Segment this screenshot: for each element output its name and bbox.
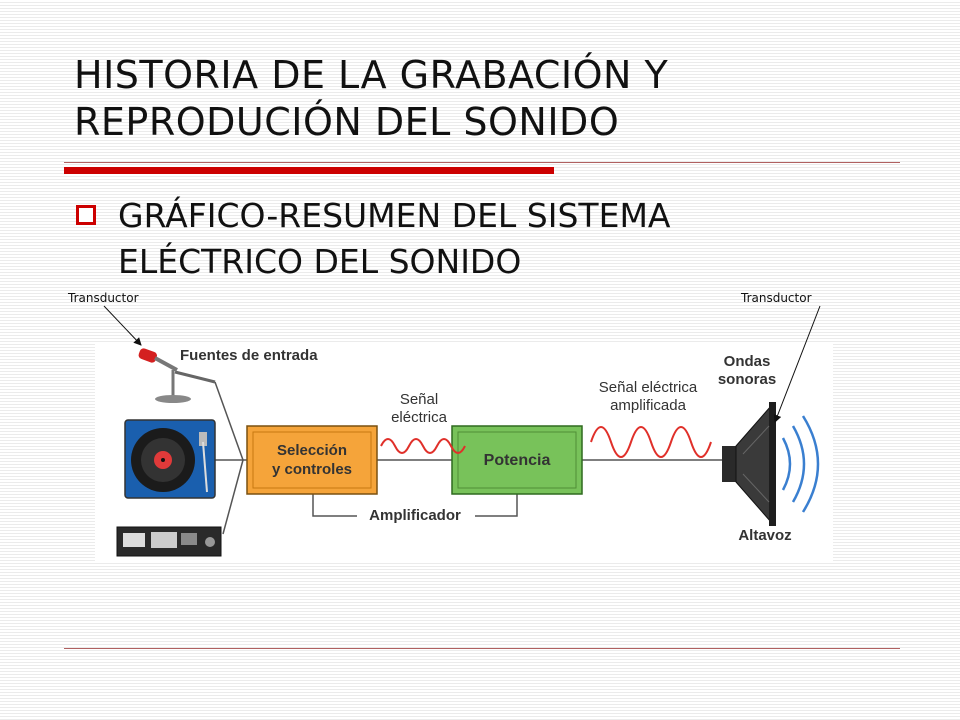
- source-wiring: [213, 381, 722, 535]
- diagram-svg: Selección y controles Potencia Fuentes d…: [116, 347, 820, 557]
- sound-waves-label-line-2: sonoras: [718, 371, 776, 388]
- transductor-label-right: Transductor: [741, 291, 812, 305]
- title-line-1: HISTORIA DE LA GRABACIÓN Y: [74, 53, 669, 97]
- sound-system-diagram: Selección y controles Potencia Fuentes d…: [95, 342, 833, 563]
- title-line-2: REPRODUCIÓN DEL SONIDO: [74, 100, 620, 144]
- selection-label-line-2: y controles: [272, 461, 352, 478]
- selection-label-line-1: Selección: [277, 442, 347, 459]
- sound-waves-label-line-1: Ondas: [724, 353, 771, 370]
- transductor-arrow-left: [103, 305, 142, 346]
- amplified-signal-wave: [590, 426, 712, 458]
- signal-label-line-1: Señal: [400, 391, 438, 408]
- speaker-label: Altavoz: [738, 527, 791, 544]
- bullet-line-1: GRÁFICO-RESUMEN DEL SISTEMA: [118, 196, 671, 235]
- signal-wave: [380, 438, 466, 454]
- bullet-text: GRÁFICO-RESUMEN DEL SISTEMA ELÉCTRICO DE…: [118, 193, 898, 285]
- input-sources-label: Fuentes de entrada: [180, 347, 318, 364]
- transductor-arrow-right: [773, 305, 821, 423]
- title-divider-thin: [64, 162, 900, 163]
- power-label: Potencia: [484, 452, 551, 469]
- amplified-signal-label-line-2: amplificada: [610, 397, 687, 414]
- slide-title: HISTORIA DE LA GRABACIÓN Y REPRODUCIÓN D…: [74, 52, 934, 146]
- speaker-icon: [722, 402, 776, 526]
- amplifier-label: Amplificador: [369, 507, 461, 524]
- power-box: [451, 425, 583, 495]
- cassette-deck-icon: [116, 526, 222, 557]
- footer-divider: [64, 648, 900, 649]
- microphone-icon: [138, 348, 216, 403]
- bullet-line-2: ELÉCTRICO DEL SONIDO: [118, 242, 522, 281]
- turntable-icon: [124, 419, 216, 499]
- signal-label-line-2: eléctrica: [391, 409, 448, 426]
- title-divider-red: [64, 167, 554, 174]
- amplified-signal-label-line-1: Señal eléctrica: [599, 379, 698, 396]
- transductor-label-left: Transductor: [68, 291, 139, 305]
- sound-waves-icon: [781, 415, 820, 513]
- square-bullet-icon: [76, 205, 96, 225]
- selection-controls-box: [246, 425, 378, 495]
